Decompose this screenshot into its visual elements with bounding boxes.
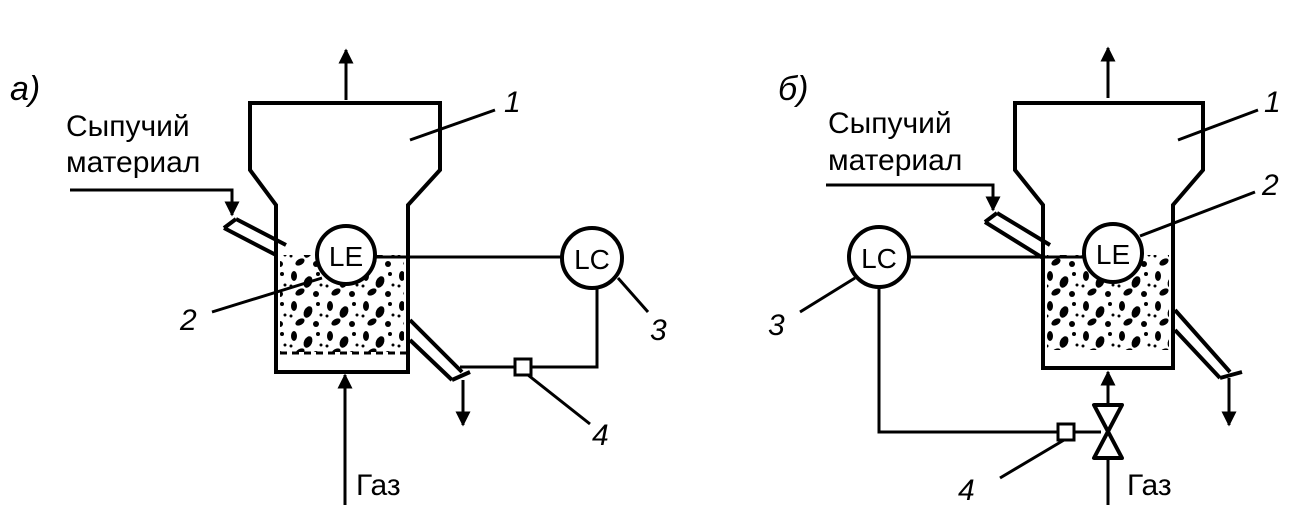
panel-a-material-arrow	[70, 188, 240, 217]
panel-b-material-label-1: Сыпучий	[828, 107, 952, 140]
panel-b-number-2: 2	[1261, 169, 1279, 202]
panel-a-leader-4	[527, 373, 591, 426]
panel-b-apparatus-body	[1013, 101, 1205, 370]
panel-b-control-line	[877, 287, 1101, 434]
panel-b-discharge-chute	[1173, 308, 1243, 380]
panel-a-leader-3	[616, 277, 650, 313]
panel-b-leader-4	[999, 438, 1065, 480]
panel-a-leader-1	[409, 108, 496, 142]
panel-a-control-line	[460, 288, 599, 369]
panel-a-le-sensor	[315, 224, 377, 286]
panel-b-number-4: 4	[958, 474, 975, 507]
panel-b-material-arrow	[826, 183, 1001, 212]
panel-b: б) Сыпучий материал Газ LE LC	[768, 46, 1281, 507]
panel-a-letter: а)	[10, 70, 40, 108]
panel-a-number-1: 1	[504, 86, 521, 119]
panel-b-actuator	[1056, 422, 1076, 442]
panel-a-feed-chute	[222, 217, 287, 257]
panel-b-gas-label: Газ	[1127, 469, 1172, 502]
panel-b-leader-2	[1139, 190, 1256, 238]
panel-a-material-label-2: материал	[66, 146, 200, 179]
panel-a: а) Сыпучий материал Газ LE LC	[10, 48, 667, 505]
panel-a-actuator	[513, 357, 533, 377]
panel-a-gas-label: Газ	[356, 469, 401, 502]
panel-a-leader-2	[211, 276, 323, 314]
panel-b-letter: б)	[778, 70, 808, 108]
panel-b-control-valve	[1092, 403, 1124, 460]
panel-a-number-3: 3	[650, 314, 667, 347]
panel-a-apparatus-body	[248, 101, 442, 374]
panel-a-number-4: 4	[592, 419, 609, 452]
panel-a-material-label-1: Сыпучий	[66, 110, 190, 143]
panel-a-discharge-chute	[408, 318, 471, 382]
panel-b-le-label: LE	[1096, 239, 1130, 270]
panel-a-le-label: LE	[329, 241, 363, 272]
panel-b-feed-chute	[983, 211, 1052, 260]
panel-b-number-3: 3	[768, 309, 785, 342]
panel-b-number-1: 1	[1264, 86, 1281, 119]
panel-b-lc-label: LC	[861, 243, 897, 274]
panel-a-number-2: 2	[179, 304, 197, 337]
panel-b-le-sensor	[1082, 222, 1144, 284]
panel-a-lc-label: LC	[574, 244, 610, 275]
panel-b-leader-3	[799, 276, 856, 314]
panel-b-leader-1	[1177, 108, 1259, 142]
panel-a-lc-controller	[560, 226, 624, 290]
panel-b-material-label-2: материал	[828, 144, 962, 177]
